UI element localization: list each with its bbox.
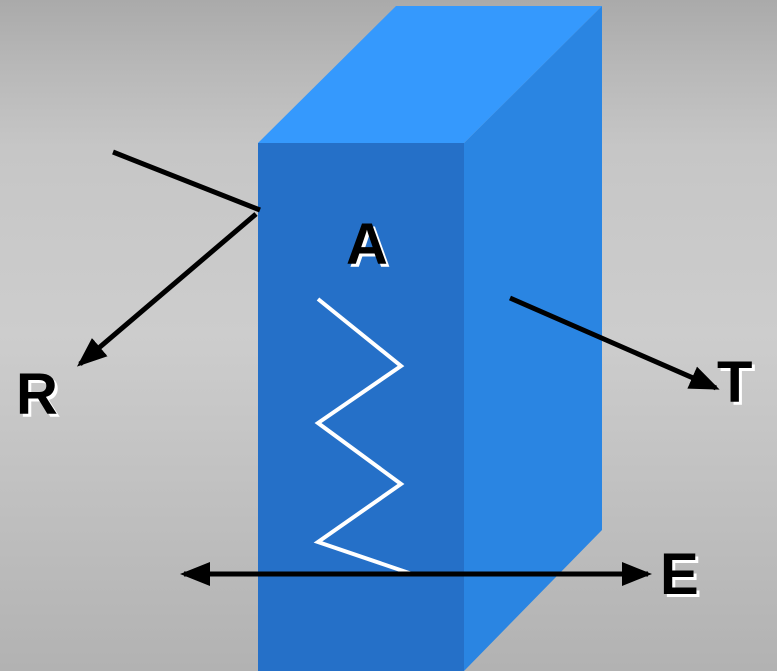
absorbed-wave <box>313 297 413 576</box>
slab-side-face <box>464 6 602 671</box>
reflected-arrow <box>76 212 258 367</box>
transmitted-arrow <box>508 295 720 391</box>
transmitted-label: T <box>717 350 753 415</box>
slab-top-face <box>258 6 602 143</box>
reflected-label: R <box>16 362 58 427</box>
incident-ray <box>112 149 261 213</box>
field-label: E <box>660 542 699 607</box>
absorbed-label: A <box>346 212 388 277</box>
slab <box>258 6 602 671</box>
